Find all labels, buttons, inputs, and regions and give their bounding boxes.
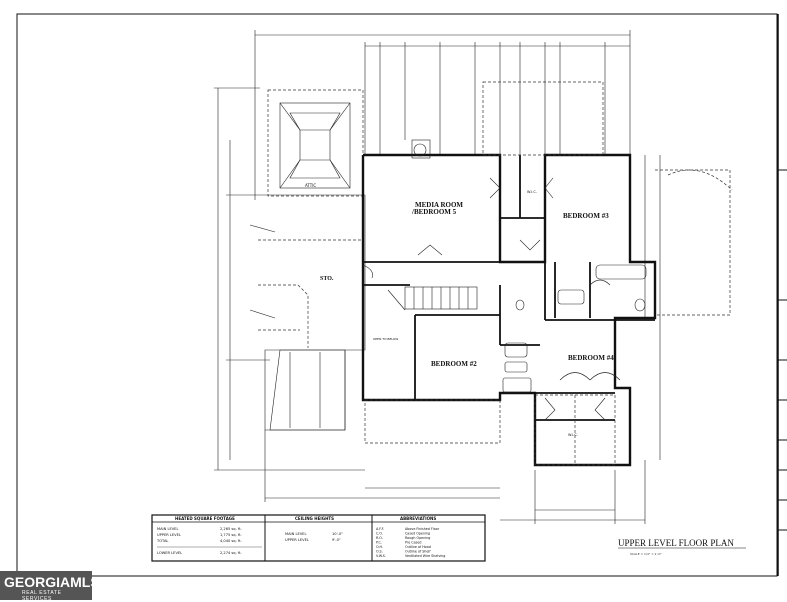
label-storage: STO. bbox=[320, 276, 334, 282]
footage-row-4-label: LOWER LEVEL bbox=[157, 551, 182, 555]
sheet-border bbox=[16, 13, 778, 577]
abbr-row-5-code: O.H. bbox=[376, 545, 383, 549]
georgiamls-logo: GEORGIAMLS REAL ESTATE SERVICES bbox=[0, 571, 100, 602]
abbr-row-7-text: Ventilated Wire Shelving bbox=[405, 554, 445, 558]
footage-row-4-value: 2,274 sq. ft. bbox=[220, 551, 242, 555]
logo-text: GEORGIAMLS bbox=[4, 574, 100, 590]
abbr-row-1-text: Above Finished Floor bbox=[405, 527, 440, 531]
dashed-outlines bbox=[364, 81, 733, 466]
label-open-to-below: OPEN TO BELOW bbox=[373, 337, 398, 341]
info-tables: HEATED SQUARE FOOTAGE MAIN LEVEL 2,265 s… bbox=[151, 514, 486, 562]
logo-subtext: REAL ESTATE SERVICES bbox=[22, 590, 62, 602]
footage-row-3-label: TOTAL bbox=[156, 539, 168, 543]
footage-row-2-label: UPPER LEVEL bbox=[157, 533, 181, 537]
abbr-row-6-text: Outline of Shelf bbox=[405, 550, 431, 554]
abbr-row-6-code: O.S. bbox=[376, 550, 383, 554]
label-bedroom-3: BEDROOM #3 bbox=[563, 212, 609, 220]
footage-row-2-value: 1,775 sq. ft. bbox=[220, 533, 242, 537]
dimension-lines-bottom bbox=[264, 430, 646, 524]
label-bedroom-4: BEDROOM #4 bbox=[568, 354, 614, 362]
footage-title: HEATED SQUARE FOOTAGE bbox=[175, 516, 235, 521]
plan-title: UPPER LEVEL FLOOR PLAN bbox=[618, 538, 734, 548]
dimension-lines-left bbox=[214, 87, 365, 471]
label-media-room: MEDIA ROOM bbox=[415, 201, 463, 209]
interior-walls bbox=[363, 155, 655, 421]
abbr-title: ABBREVIATIONS bbox=[400, 516, 436, 521]
title-block bbox=[777, 14, 787, 576]
stairs bbox=[387, 286, 478, 311]
label-bedroom-2: BEDROOM #2 bbox=[431, 360, 477, 368]
abbr-row-3-text: Rough Opening bbox=[405, 536, 430, 540]
ceiling-row-2-label: UPPER LEVEL bbox=[285, 538, 309, 542]
ceiling-title: CEILING HEIGHTS bbox=[295, 516, 334, 521]
abbr-row-1-code: A.F.F. bbox=[376, 527, 384, 531]
abbr-row-2-text: Cased Opening bbox=[405, 532, 430, 536]
abbr-row-4-code: P.C. bbox=[376, 541, 382, 545]
footage-row-1-label: MAIN LEVEL bbox=[157, 527, 178, 531]
ceiling-row-1-value: 10'-0" bbox=[332, 532, 343, 536]
label-wic-2: W.I.C. bbox=[568, 433, 578, 437]
room-labels: MEDIA ROOM /BEDROOM 5 BEDROOM #3 BEDROOM… bbox=[305, 183, 614, 437]
plan-title-block: UPPER LEVEL FLOOR PLAN SCALE = 1/4" = 1'… bbox=[618, 538, 746, 556]
roof-outline-left bbox=[267, 89, 364, 197]
abbr-row-7-code: V.W.S. bbox=[376, 554, 386, 558]
label-wic-1: W.I.C. bbox=[527, 190, 537, 194]
abbr-row-5-text: Outline of Hood bbox=[405, 545, 431, 549]
dimension-lines-right bbox=[644, 155, 661, 460]
label-media-room-sub: /BEDROOM 5 bbox=[411, 208, 457, 216]
label-attic: ATTIC bbox=[305, 183, 316, 188]
dimension-lines-top bbox=[254, 30, 631, 200]
footage-row-3-value: 4,040 sq. ft. bbox=[220, 539, 242, 543]
attic-area bbox=[249, 194, 366, 431]
plan-scale: SCALE = 1/4" = 1'-0" bbox=[630, 552, 662, 556]
footage-row-1-value: 2,265 sq. ft. bbox=[220, 527, 242, 531]
door-symbols bbox=[362, 177, 621, 421]
bath-fixtures bbox=[411, 139, 647, 393]
abbr-row-3-code: R.O. bbox=[376, 536, 383, 540]
abbr-row-2-code: C.O. bbox=[376, 532, 383, 536]
ceiling-row-2-value: 9'-0" bbox=[332, 538, 341, 542]
exterior-walls bbox=[361, 153, 657, 467]
abbr-row-4-text: Pre Cased bbox=[405, 541, 421, 545]
ceiling-row-1-label: MAIN LEVEL bbox=[285, 532, 306, 536]
